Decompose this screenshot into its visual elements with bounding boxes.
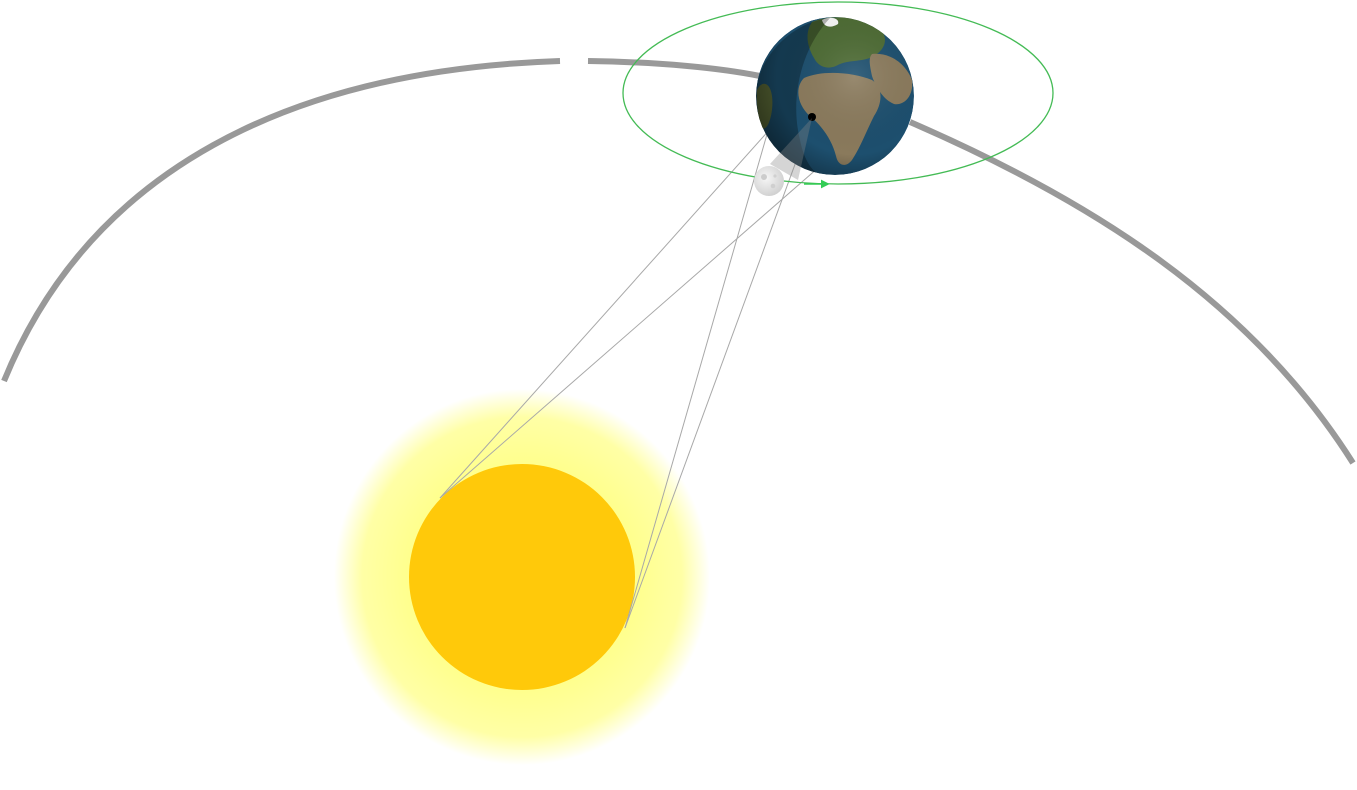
earth-orbit-right: [587, 58, 761, 79]
moon-crater: [770, 183, 776, 189]
moon-orbit: [622, 1, 1054, 185]
sun-icon: [409, 464, 635, 690]
earth-globe-icon: [756, 17, 914, 175]
earth-orbit-left: [1, 58, 561, 383]
umbra-line-left: [624, 95, 779, 629]
penumbra-line-outer-left: [439, 117, 781, 499]
shadow-lines: [439, 95, 851, 629]
earth-shading: [756, 17, 914, 175]
umbra-line-right: [624, 117, 813, 629]
eclipse-umbra-point: [808, 113, 816, 121]
moon-crater: [773, 174, 777, 178]
moon-crater: [761, 174, 767, 180]
sun: [334, 389, 710, 765]
moon-icon: [754, 166, 784, 196]
earth-orbit-far-right: [908, 119, 1356, 465]
moon-shadow-cone: [770, 118, 812, 180]
earth: [756, 17, 914, 175]
moon: [754, 166, 784, 196]
